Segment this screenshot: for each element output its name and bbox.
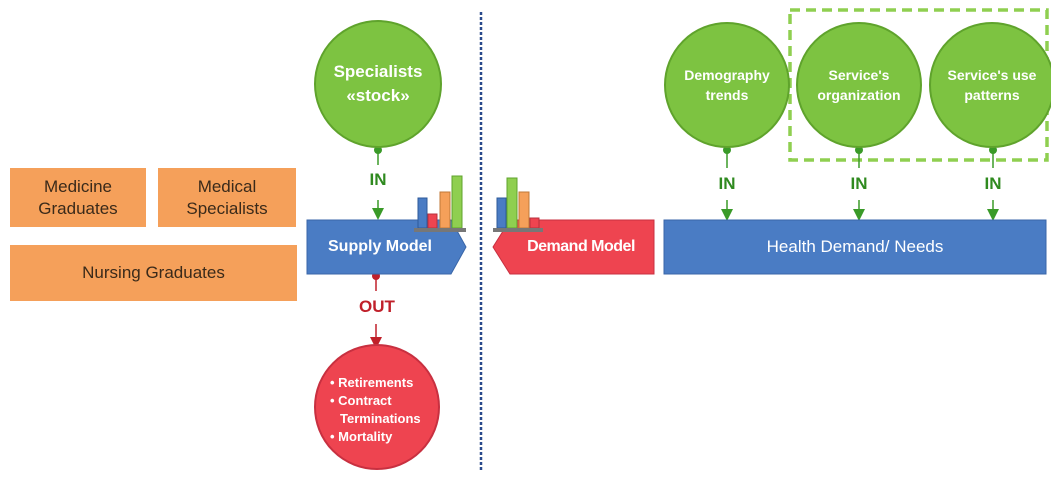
- nursing-graduates-box: Nursing Graduates: [10, 245, 297, 301]
- bar-chart-icon-demand: [493, 177, 543, 232]
- supply-model-label: Supply Model: [328, 238, 432, 255]
- nursing-graduates-label: Nursing Graduates: [82, 263, 225, 282]
- use-patterns-in-label: IN: [984, 174, 1002, 193]
- bar-chart-icon-supply: [414, 175, 466, 232]
- medicine-graduates-box: Medicine Graduates: [10, 168, 146, 227]
- service-organization-label: Service's organization: [817, 67, 901, 103]
- demand-model-label: Demand Model: [527, 238, 635, 255]
- exit-item: • Contract Terminations: [330, 393, 421, 426]
- demography-in-label: IN: [718, 174, 736, 193]
- health-demand-label: Health Demand/ Needs: [766, 237, 944, 256]
- service-use-patterns-circle: Service's use patterns: [929, 22, 1051, 148]
- supply-out-label: OUT: [359, 297, 395, 316]
- organization-in-label: IN: [850, 174, 868, 193]
- service-organization-circle: Service's organization: [796, 22, 922, 148]
- medical-specialists-label: Medical Specialists: [186, 176, 268, 218]
- specialists-stock-circle: Specialists «stock»: [314, 20, 442, 148]
- supply-in-label: IN: [369, 170, 387, 189]
- exit-item: • Mortality: [330, 429, 393, 444]
- medicine-graduates-label: Medicine Graduates: [38, 176, 118, 218]
- demand-model-shape: [492, 219, 655, 275]
- service-use-patterns-label: Service's use patterns: [947, 67, 1037, 103]
- health-demand-bar: [663, 219, 1047, 275]
- medical-specialists-box: Medical Specialists: [158, 168, 296, 227]
- demography-trends-circle: Demography trends: [664, 22, 790, 148]
- exits-circle: • Retirements • Contract Terminations • …: [314, 344, 440, 470]
- specialists-stock-label: Specialists «stock»: [333, 62, 423, 105]
- dashed-group-box: [788, 8, 1049, 162]
- demography-trends-label: Demography trends: [684, 67, 770, 103]
- exit-item: • Retirements: [330, 375, 414, 390]
